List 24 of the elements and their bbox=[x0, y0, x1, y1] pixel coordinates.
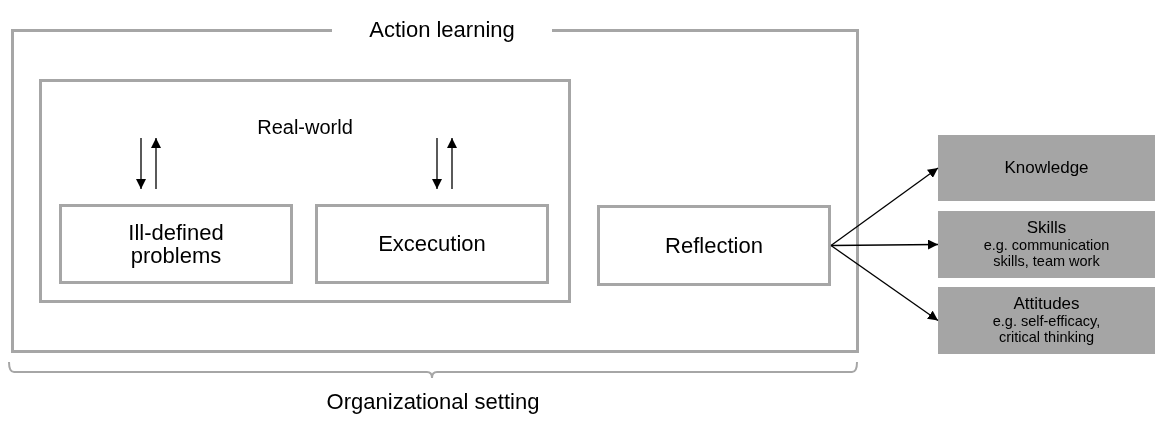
real-world-panel bbox=[39, 79, 571, 303]
bracket-label: Organizational setting bbox=[325, 388, 541, 415]
arrow bbox=[432, 137, 442, 190]
arrow bbox=[830, 244, 939, 322]
box-label: Reflection bbox=[665, 233, 763, 258]
outcome-box bbox=[938, 135, 1155, 201]
outcome-title: Skills bbox=[1026, 219, 1067, 238]
outcome-title: Knowledge bbox=[1004, 158, 1089, 178]
outcome-examples: e.g. self-efficacy, critical thinking bbox=[991, 313, 1102, 346]
arrow bbox=[136, 137, 146, 190]
arrow bbox=[830, 167, 939, 247]
panel-heading: Real-world bbox=[256, 116, 354, 139]
arrow bbox=[151, 137, 161, 190]
process-box bbox=[315, 204, 549, 284]
box-label: Ill-defined problems bbox=[127, 220, 225, 268]
outcome-box bbox=[938, 287, 1155, 354]
box-label: Excecution bbox=[378, 232, 486, 256]
process-box bbox=[59, 204, 293, 284]
arrow bbox=[830, 239, 939, 250]
arrow bbox=[447, 137, 457, 190]
outcome-box bbox=[938, 211, 1155, 278]
process-box bbox=[597, 205, 831, 286]
outcome-examples: e.g. communication skills, team work bbox=[982, 237, 1111, 270]
outcome-title: Attitudes bbox=[1013, 295, 1080, 314]
